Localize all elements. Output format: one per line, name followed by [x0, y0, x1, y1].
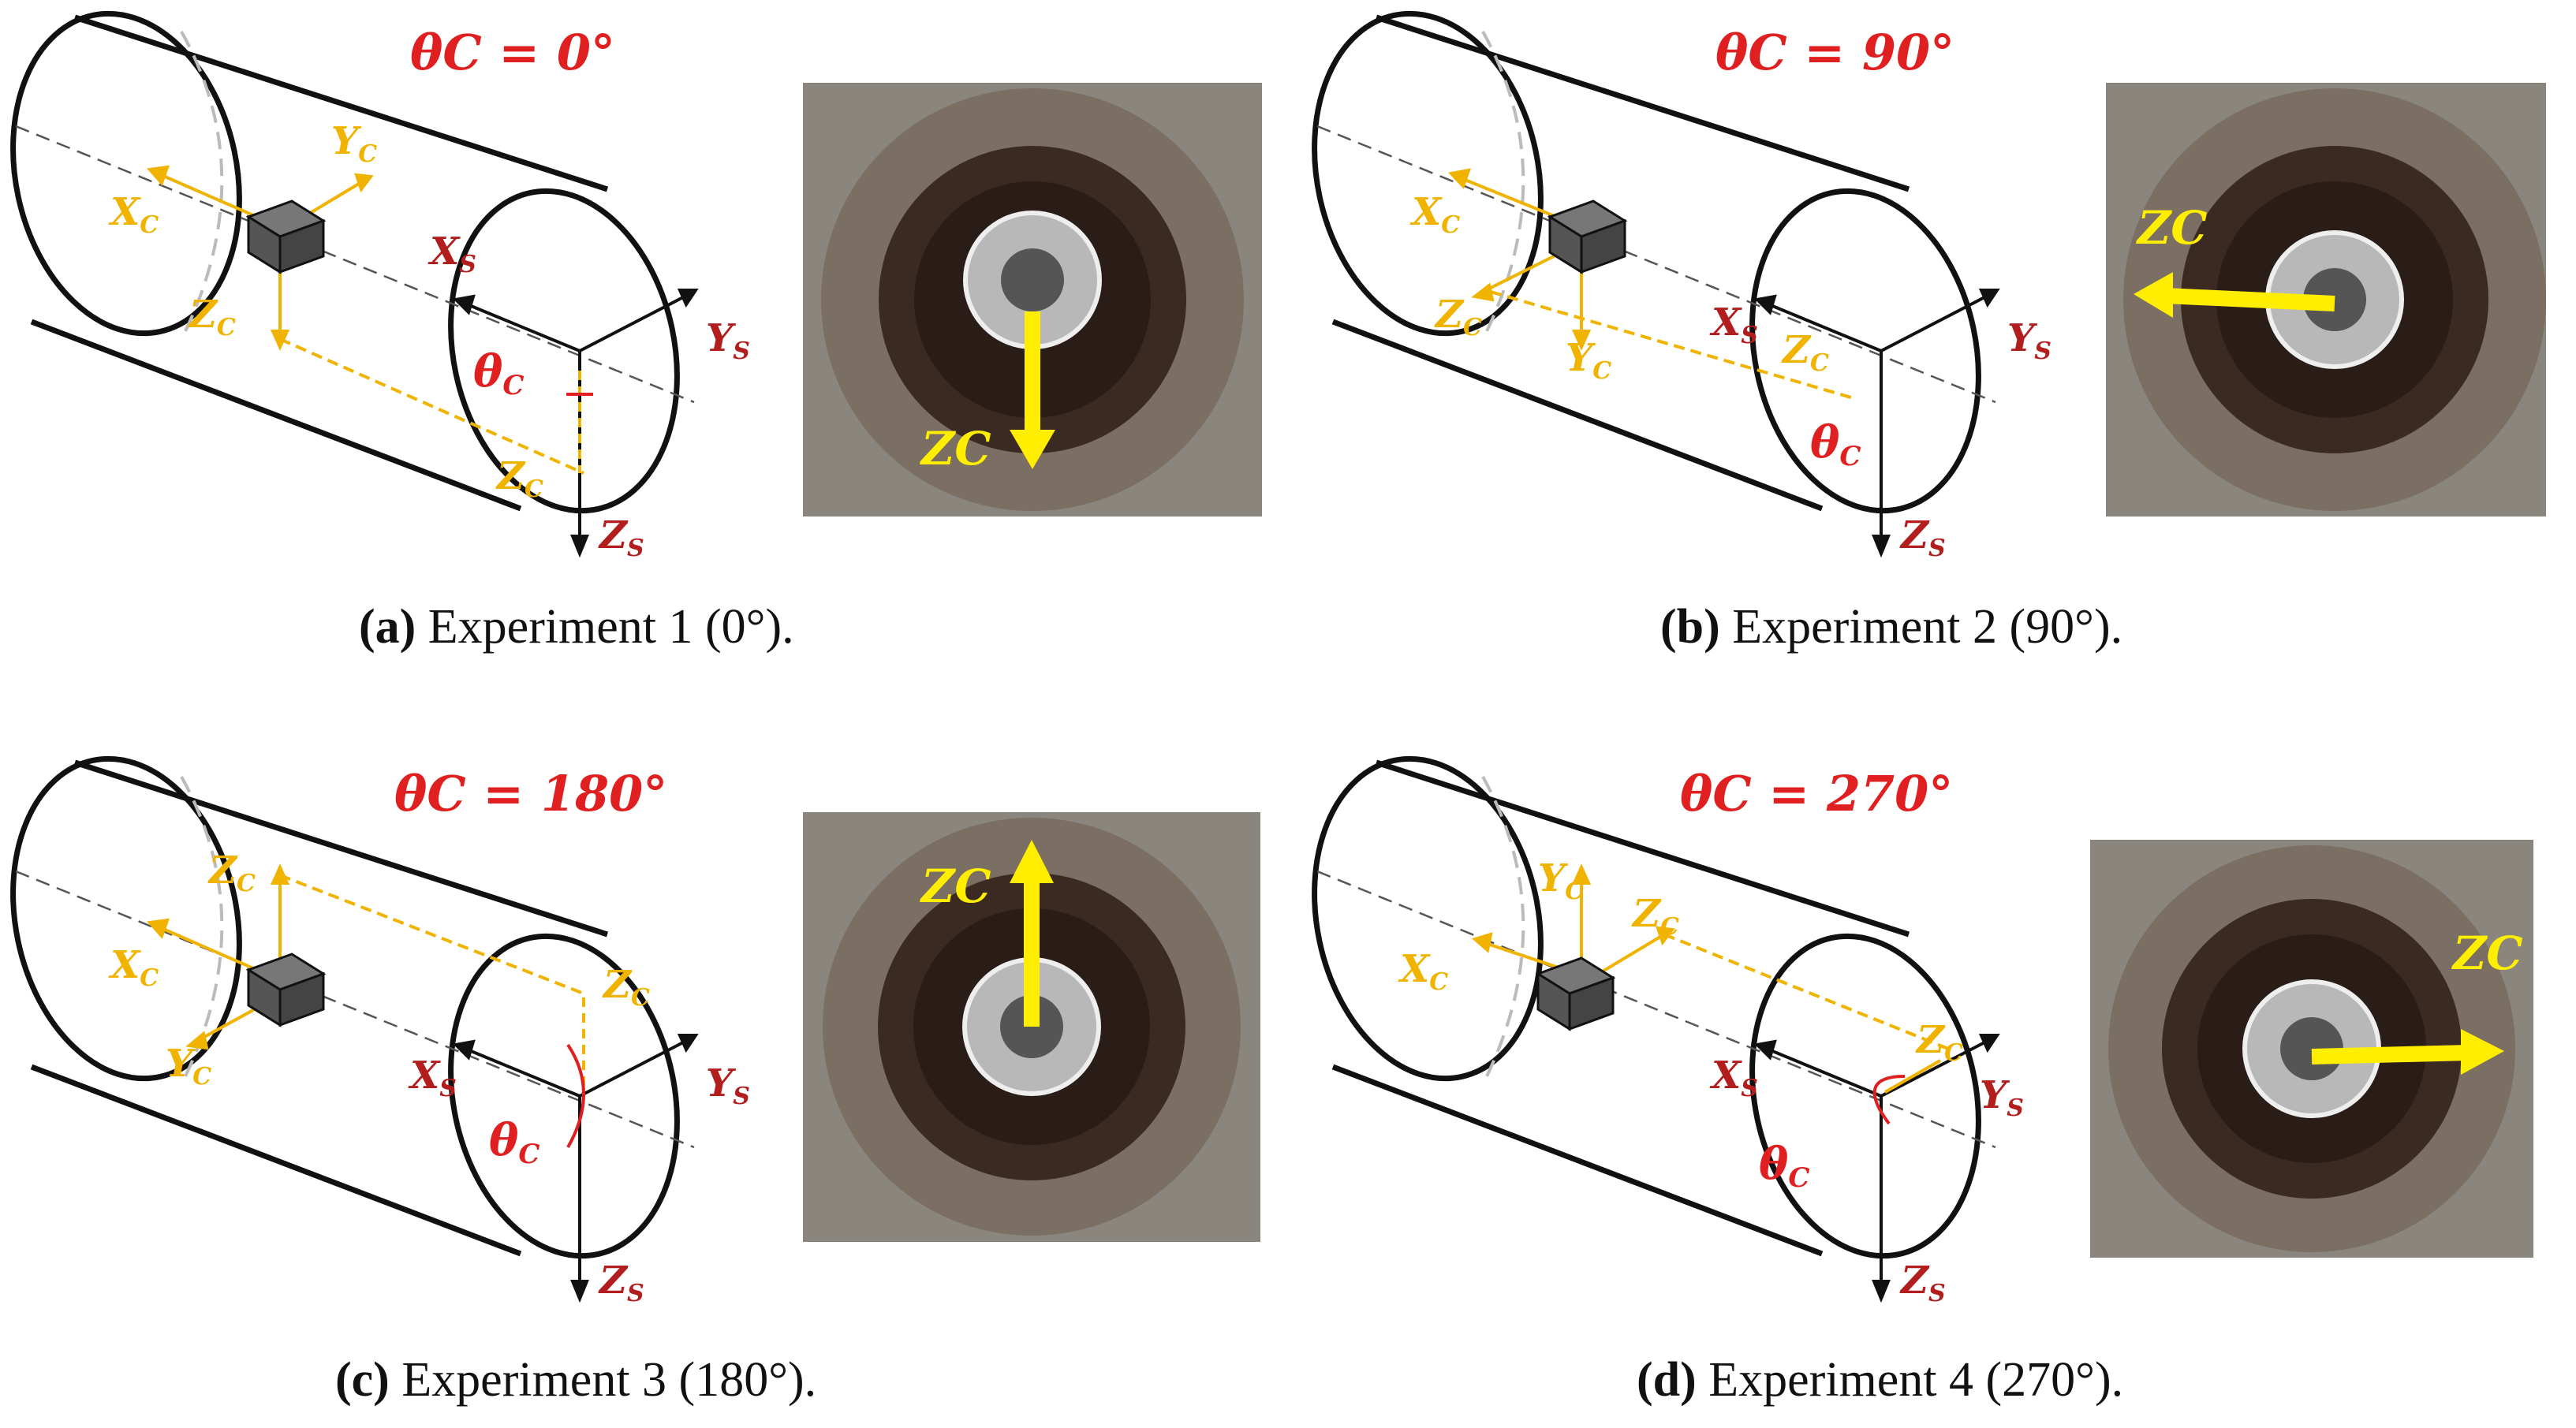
cylinder-diagram-c: ZC XC YC ZC XS YS ZS θC	[10, 755, 750, 1307]
flange-photo-a: ZC	[803, 83, 1262, 516]
angle-title-b: θC = 90°	[1715, 24, 1955, 81]
caption-b: (b) Experiment 2 (90°).	[1660, 599, 2122, 655]
svg-text:YS: YS	[2007, 316, 2051, 365]
camera-cube-a	[245, 199, 327, 274]
svg-text:ZS: ZS	[1899, 513, 1946, 562]
caption-letter-b: (b)	[1660, 600, 1720, 654]
caption-d: (d) Experiment 4 (270°).	[1637, 1352, 2123, 1408]
caption-letter-c: (c)	[335, 1353, 390, 1407]
photo-label-b: ZC	[2137, 201, 2208, 255]
svg-text:XC: XC	[1398, 947, 1448, 996]
svg-text:ZC: ZC	[188, 293, 236, 341]
caption-letter-d: (d)	[1637, 1353, 1697, 1407]
svg-text:YS: YS	[706, 1061, 750, 1110]
caption-letter-a: (a)	[359, 600, 416, 654]
panel-c: ZC XC YC ZC XS YS ZS θC θC = 180° ZC (c)…	[0, 745, 1288, 1428]
svg-text:ZC: ZC	[602, 963, 650, 1012]
caption-text-b: Experiment 2 (90°).	[1719, 600, 2123, 654]
svg-text:ZC: ZC	[495, 454, 543, 503]
angle-title-c: θC = 180°	[394, 765, 668, 822]
svg-text:YC: YC	[1538, 856, 1584, 905]
cylinder-diagram-d: YC XC ZC ZC XS YS ZS θC	[1312, 755, 2024, 1307]
svg-text:XS: XS	[427, 229, 476, 278]
flange-photo-c: ZC	[803, 812, 1260, 1242]
angle-title-d: θC = 270°	[1680, 765, 1954, 822]
caption-c: (c) Experiment 3 (180°).	[335, 1352, 816, 1408]
svg-text:YS: YS	[1980, 1073, 2024, 1122]
panel-b: XC ZC YC ZC XS YS ZS θC θC = 90° ZC (b) …	[1301, 0, 2576, 714]
flange-photo-b: ZC	[2106, 83, 2546, 516]
photo-label-c: ZC	[921, 859, 991, 913]
svg-text:ZC: ZC	[1434, 293, 1482, 341]
caption-text-d: Experiment 4 (270°).	[1696, 1353, 2124, 1407]
cylinder-diagram-b: XC ZC YC ZC XS YS ZS θC	[1312, 10, 2051, 562]
svg-text:ZS: ZS	[598, 1258, 644, 1307]
svg-text:θC: θC	[1759, 1138, 1809, 1194]
svg-text:XC: XC	[1409, 190, 1460, 239]
angle-title-a: θC = 0°	[410, 24, 615, 81]
caption-a: (a) Experiment 1 (0°).	[359, 599, 794, 655]
cylinder-diagram-a: XC YC ZC ZC XS YS ZS θC	[10, 10, 750, 562]
caption-text-a: Experiment 1 (0°).	[416, 600, 794, 654]
camera-cube-b	[1547, 199, 1628, 274]
photo-label-a: ZC	[921, 422, 991, 475]
panel-a: XC YC ZC ZC XS YS ZS θC θC = 0° ZC (a) E…	[0, 0, 1288, 714]
svg-text:ZC: ZC	[1781, 328, 1829, 377]
camera-cube-d	[1535, 956, 1616, 1031]
svg-text:θC: θC	[473, 345, 524, 401]
svg-text:θC: θC	[489, 1114, 539, 1170]
svg-text:ZC: ZC	[207, 848, 256, 897]
svg-text:YC: YC	[1566, 336, 1611, 385]
svg-text:YS: YS	[706, 316, 750, 365]
photo-label-d: ZC	[2453, 927, 2523, 980]
svg-text:ZC: ZC	[1631, 892, 1679, 941]
svg-text:θC: θC	[1810, 416, 1861, 472]
flange-photo-d: ZC	[2090, 840, 2533, 1258]
svg-text:XC: XC	[108, 943, 159, 992]
svg-text:XS: XS	[1709, 1053, 1758, 1102]
svg-text:YC: YC	[331, 119, 377, 168]
svg-text:ZS: ZS	[598, 513, 644, 562]
panel-d: YC XC ZC ZC XS YS ZS θC θC = 270° ZC (d)…	[1301, 745, 2576, 1428]
svg-text:ZS: ZS	[1899, 1258, 1946, 1307]
svg-text:XC: XC	[108, 190, 159, 239]
caption-text-c: Experiment 3 (180°).	[389, 1353, 817, 1407]
camera-cube-c	[245, 953, 327, 1027]
